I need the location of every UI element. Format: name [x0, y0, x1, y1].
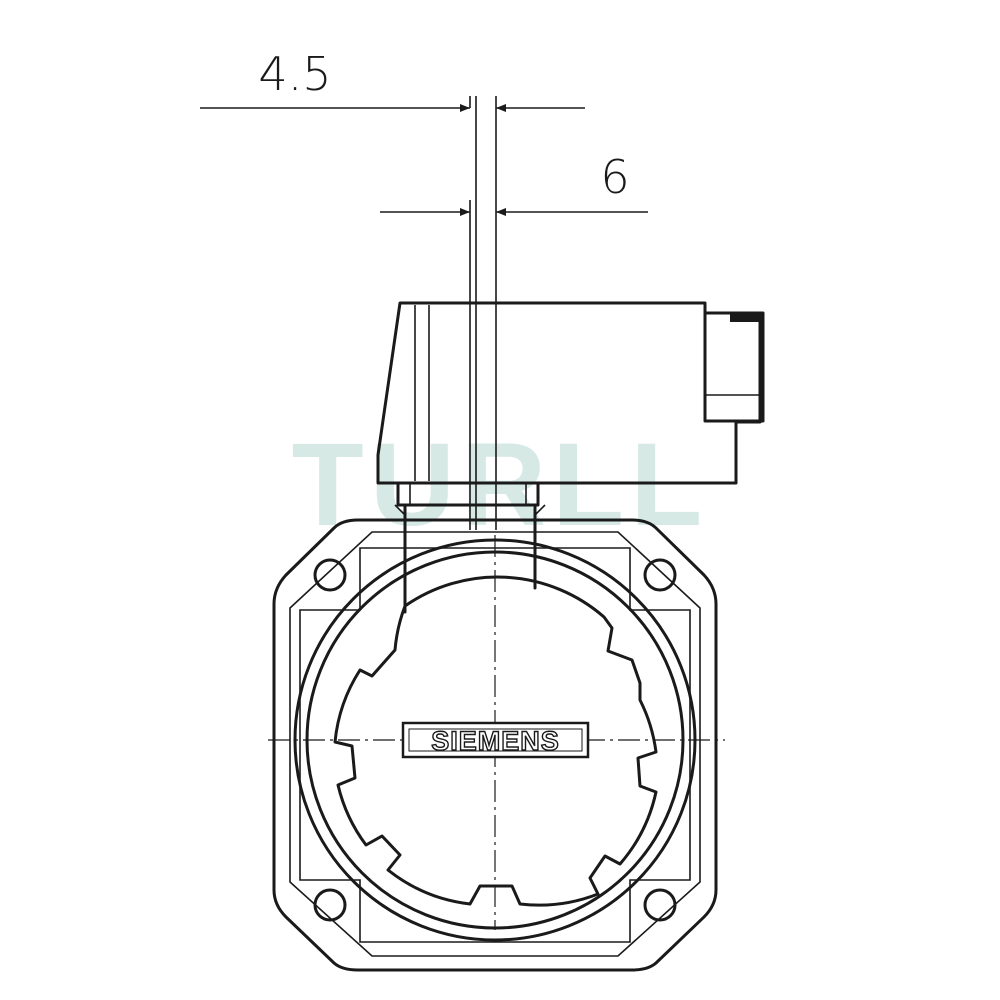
watermark-text: TURLL [292, 419, 709, 551]
dimension-6: 6 [380, 150, 648, 216]
brand-plate: SIEMENS [401, 721, 590, 759]
mounting-flange [272, 518, 718, 972]
brand-label: SIEMENS [431, 726, 560, 756]
dimension-label-6: 6 [600, 150, 629, 204]
connector-housing [376, 301, 765, 507]
dimension-4-5: 4.5 [200, 47, 585, 112]
dimension-label-4-5: 4.5 [258, 47, 331, 101]
mounting-holes [313, 558, 677, 922]
extension-lines [469, 96, 497, 530]
